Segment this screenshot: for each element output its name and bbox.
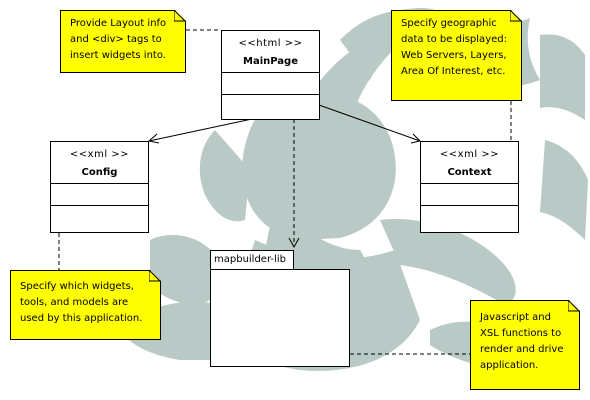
note-line: data to be displayed: — [401, 34, 507, 45]
note-line: Specify geographic — [401, 18, 497, 29]
class-name: Context — [447, 167, 492, 178]
class-header: <<xml >> Config — [51, 142, 148, 184]
note-line: Area Of Interest, etc. — [401, 66, 506, 77]
attributes-section — [421, 184, 518, 206]
note-fold-icon — [174, 10, 186, 22]
class-config[interactable]: <<xml >> Config — [50, 141, 149, 233]
note-line: Provide Layout info — [70, 18, 167, 29]
note-config[interactable]: Specify which widgets, tools, and models… — [10, 270, 161, 340]
note-line: tools, and models are — [20, 297, 129, 308]
note-line: Web Servers, Layers, — [401, 50, 507, 61]
stereotype-label: <<html >> — [238, 38, 303, 49]
stereotype-label: <<xml >> — [439, 149, 500, 160]
class-context[interactable]: <<xml >> Context — [420, 141, 519, 233]
note-line: render and drive — [480, 344, 564, 355]
note-lib[interactable]: Javascript and XSL functions to render a… — [470, 300, 580, 390]
note-fold-icon — [510, 10, 522, 22]
class-header: <<xml >> Context — [421, 142, 518, 184]
note-line: and <div> tags to — [70, 34, 162, 45]
package-mapbuilder-lib[interactable] — [210, 269, 350, 367]
operations-section — [222, 95, 319, 117]
attributes-section — [51, 184, 148, 206]
class-name: MainPage — [243, 56, 298, 67]
class-mainpage[interactable]: <<html >> MainPage — [221, 30, 320, 120]
note-line: used by this application. — [20, 313, 143, 324]
attributes-section — [222, 73, 319, 95]
note-line: Specify which widgets, — [20, 281, 134, 292]
class-name: Config — [81, 167, 118, 178]
note-fold-icon — [568, 300, 580, 312]
note-fold-icon — [149, 270, 161, 282]
operations-section — [421, 206, 518, 228]
note-line: insert widgets into. — [70, 50, 166, 61]
note-line: Javascript and — [480, 312, 551, 323]
note-context[interactable]: Specify geographic data to be displayed:… — [391, 10, 522, 101]
note-layout[interactable]: Provide Layout info and <div> tags to in… — [60, 10, 186, 73]
note-line: XSL functions to — [480, 328, 562, 339]
package-name: mapbuilder-lib — [214, 254, 286, 265]
stereotype-label: <<xml >> — [69, 149, 130, 160]
note-line: application. — [480, 360, 539, 371]
connectors — [58, 29, 512, 355]
class-header: <<html >> MainPage — [222, 31, 319, 73]
package-tab: mapbuilder-lib — [210, 250, 294, 270]
operations-section — [51, 206, 148, 228]
